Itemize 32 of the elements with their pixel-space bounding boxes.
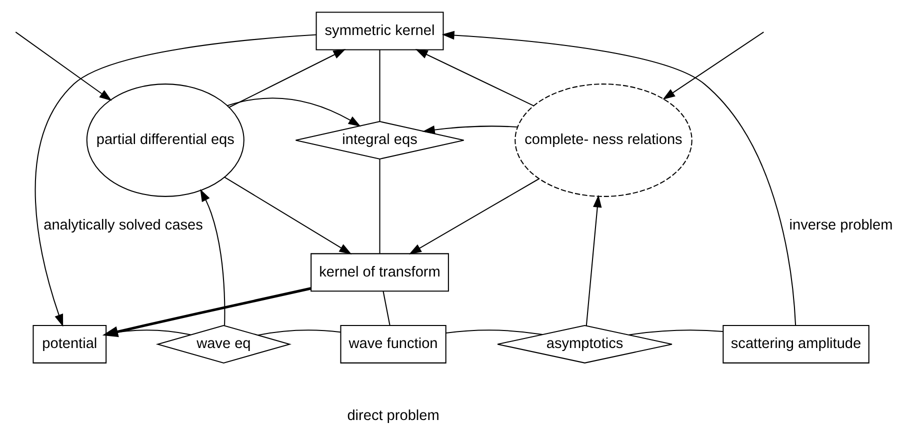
arrow	[228, 49, 346, 108]
node-ellipse: complete- ness relations	[514, 84, 692, 197]
node-box: wave function	[340, 324, 446, 364]
edge-label: inverse problem	[788, 217, 892, 234]
node-box: symmetric kernel	[315, 12, 444, 50]
arrow	[441, 30, 796, 326]
arrow	[34, 34, 316, 327]
arrow	[200, 188, 225, 326]
node-ellipse: partial differential eqs	[86, 84, 244, 197]
arrow	[14, 32, 112, 101]
connector	[378, 159, 380, 254]
connector	[378, 50, 380, 122]
node-diamond: wave eq	[155, 324, 291, 364]
arrow	[662, 32, 764, 100]
label: direct problem	[346, 408, 439, 424]
arrow	[408, 178, 539, 254]
arrow	[224, 176, 352, 254]
connector	[382, 291, 390, 326]
edge-label: analytically solved cases	[43, 217, 202, 234]
node-diamond: asymptotics	[496, 324, 672, 364]
connector	[445, 330, 542, 336]
arrow	[585, 194, 602, 326]
arrow	[102, 287, 311, 338]
arrow	[226, 98, 360, 127]
node-box: kernel of transform	[310, 253, 448, 292]
node-box: potential	[32, 324, 106, 364]
connector	[258, 330, 340, 336]
connector	[628, 330, 722, 336]
arrow	[422, 126, 518, 134]
node-diamond: integral eqs	[294, 120, 464, 160]
arrow	[414, 49, 534, 106]
node-box: scattering amplitude	[722, 324, 869, 364]
